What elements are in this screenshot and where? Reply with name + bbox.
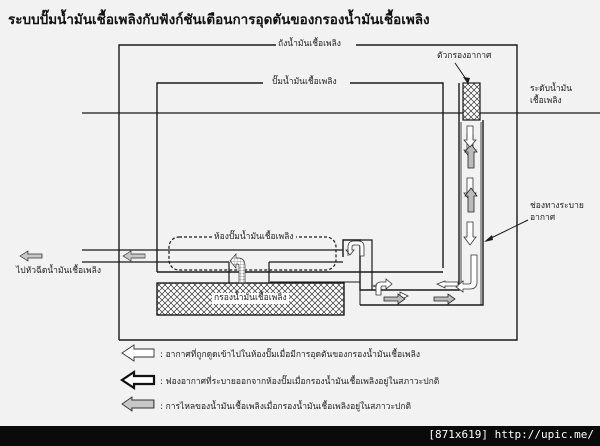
watermark: [871x619] http://upic.me/ (428, 428, 594, 441)
air-filter (462, 82, 481, 121)
air-flow-arrows (345, 134, 478, 301)
legend-text-air-intake: : อากาศที่ถูกดูดเข้าไปในห้องปั๊มเมื่อมีก… (160, 350, 421, 360)
pump-chamber-label: ห้องปั๊มน้ำมันเชื้อเพลิง (212, 232, 296, 243)
fuel-pump-label: ปั๊มน้ำมันเชื้อเพลิง (270, 77, 339, 88)
hatched-arrow-icon (121, 396, 155, 412)
fuel-pump-outline (156, 82, 444, 273)
fuel-tank-label: ถังน้ำมันเชื้อเพลิง (276, 39, 343, 50)
fuel-system-diagram (19, 44, 600, 412)
legend-text-bubble-vent: : ฟองอากาศที่ระบายออกจากห้องปั๊มเมื่อกรอ… (160, 377, 440, 387)
diagram-page: ระบบปั๊มน้ำมันเชื้อเพลิงกับฟังก์ชันเตือน… (0, 0, 600, 426)
fuel-level-label-2: เชื้อเพลิง (530, 96, 562, 106)
air-filter-label: ตัวกรองอากาศ (437, 51, 492, 61)
legend-text-fuel-flow: : การไหลของน้ำมันเชื้อเพลิงเมื่อกรองน้ำม… (160, 402, 412, 412)
legend-icons (120, 344, 156, 412)
bubble-arrows (383, 125, 478, 305)
to-injector-label: ไปหัวฉีดน้ำมันเชื้อเพลิง (16, 266, 101, 276)
outlet-pipe (82, 249, 343, 283)
fuel-level-label-1: ระดับน้ำมัน (530, 84, 573, 94)
white-arrow-icon (121, 344, 155, 362)
pump-chamber (168, 236, 337, 271)
air-vent-label-1: ช่องทางระบาย (530, 201, 584, 211)
diagram-title: ระบบปั๊มน้ำมันเชื้อเพลิงกับฟังก์ชันเตือน… (8, 12, 430, 28)
fuel-flow-arrows (19, 250, 246, 284)
black-arrow-icon (120, 369, 156, 391)
fuel-tank-outline (118, 44, 518, 341)
fuel-filter-label: กรองน้ำมันเชื้อเพลิง (212, 293, 289, 304)
vent-channel-outer (360, 120, 484, 306)
air-vent-label-2: อากาศ (530, 213, 556, 223)
vent-channel-inner (342, 83, 460, 291)
